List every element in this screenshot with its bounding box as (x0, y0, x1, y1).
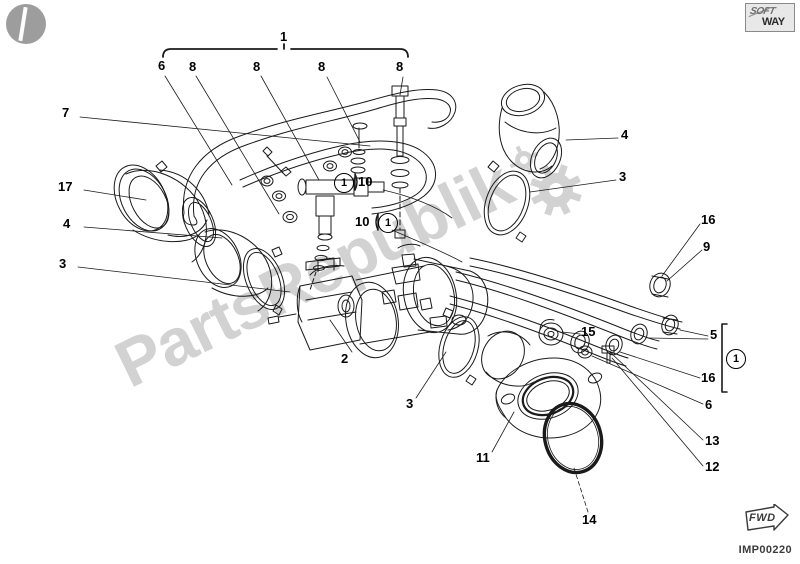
callout-14: 14 (582, 512, 597, 527)
callout-2: 2 (341, 351, 349, 366)
right-intake-manifold-upper (498, 83, 563, 179)
circle-logo-icon (6, 4, 46, 44)
throttle-body-assembly (263, 180, 489, 359)
callout-12: 12 (705, 459, 720, 474)
callout-10-lower: 10 (355, 214, 370, 229)
assembly-bracket-top (162, 43, 409, 58)
callout-16-right-lower: 16 (701, 370, 716, 385)
callout-3-right: 3 (619, 169, 627, 184)
right-clamp-ring-upper (483, 160, 531, 243)
callout-13: 13 (705, 433, 720, 448)
callout-16-right-upper: 16 (701, 212, 716, 227)
fwd-arrow-icon (745, 504, 789, 531)
left-clamp-ring-upper (113, 160, 169, 232)
callout-6-top: 6 (158, 58, 166, 73)
callout-11: 11 (476, 450, 490, 465)
leader-lines-right (529, 137, 709, 467)
callout-8-d: 8 (396, 59, 404, 74)
left-intake-manifold-upper (118, 168, 217, 263)
upper-hoses (183, 89, 457, 226)
leader-lines-left (77, 116, 371, 293)
callout-4-left: 4 (63, 216, 71, 231)
callout-3-left: 3 (59, 256, 67, 271)
callout-1-circled-right: 1 (726, 349, 746, 369)
fwd-label: FWD (749, 512, 776, 524)
flange-bolt (601, 345, 615, 364)
injector-rail-assembly (260, 85, 410, 291)
flange-screw (577, 345, 593, 359)
callout-17-left: 17 (58, 179, 73, 194)
hose-fitting-d (605, 334, 623, 356)
callout-15: 15 (581, 324, 596, 339)
right-clamp-ring-lower (438, 307, 480, 386)
left-intake-manifold-lower (194, 228, 273, 312)
callout-8-b: 8 (253, 59, 261, 74)
callout-1-circled-upper: 1 (334, 173, 354, 193)
callout-4-right: 4 (621, 127, 629, 142)
o-ring (542, 401, 604, 475)
callout-1-circled-lower: 1 (378, 213, 398, 233)
softway-bottom-text: WAY (762, 16, 785, 28)
callout-1-top: 1 (280, 29, 288, 44)
fwd-direction-badge: FWD (744, 504, 790, 534)
callout-10-upper: 10 (358, 174, 373, 189)
leader-lines-bottom (329, 319, 589, 513)
callout-5-right: 5 (710, 327, 718, 342)
reference-leaders (382, 189, 463, 263)
callout-6-right: 6 (705, 397, 713, 412)
callout-8-a: 8 (189, 59, 197, 74)
hose-fitting-c (630, 323, 648, 345)
callout-9-right: 9 (703, 239, 711, 254)
callout-7-left: 7 (62, 105, 70, 120)
hose-fitting-b (661, 314, 679, 336)
figure-code: IMP00220 (738, 544, 792, 556)
callout-3-bottom: 3 (406, 396, 414, 411)
assembly-bracket-right (721, 323, 728, 393)
left-clamp-ring-lower (242, 246, 286, 316)
second-hose-run (239, 140, 436, 215)
right-hoses (449, 257, 683, 367)
hose-fitting-a (649, 272, 671, 298)
grommet (538, 319, 564, 346)
o-ring-inner (547, 406, 599, 470)
softway-logo: SOFT WAY (745, 3, 795, 32)
hose-fitting-e (570, 330, 590, 354)
lower-flange-manifold (481, 330, 603, 439)
callout-8-c: 8 (318, 59, 326, 74)
